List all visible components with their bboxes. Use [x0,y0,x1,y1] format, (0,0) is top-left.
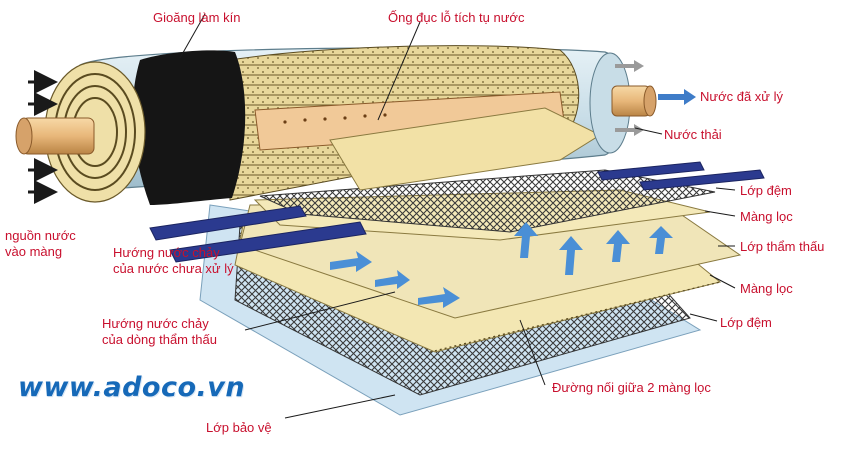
concentrate-arrow-icon [615,60,644,136]
membrane-bottom-label: Màng lọc [740,281,793,296]
treated-water-arrow-icon [658,89,696,105]
permeate-layer-label: Lớp thẩm thấu [740,239,825,254]
feed-flow-label: Hướng nước chảy của nước chưa xử lý [113,245,234,276]
inlet-tube [21,117,95,155]
treated-water-label: Nước đã xử lý [700,89,784,104]
flow-arrow-icon [330,222,673,308]
feed-channel-bars [149,161,765,263]
membrane-top-label: Màng lọc [740,209,793,224]
protective-layer-label: Lớp bảo vệ [206,420,272,435]
gasket-label: Gioăng làm kín [153,10,241,25]
seam-label: Đường nối giữa 2 màng lọc [552,380,711,395]
spacer-bottom-label: Lớp đệm [720,315,772,330]
tube-perforations [283,113,387,124]
leader-lines [179,13,736,419]
spacer-top-label: Lớp đệm [740,183,792,198]
unwrapping-leaf [329,107,602,191]
waste-water-label: Nước thải [664,127,722,142]
gasket-ring [132,50,246,205]
website-watermark: www.adoco.vn [18,372,246,403]
feed-arrow-icon [28,70,58,204]
feed-water-label: nguồn nước vào màng [5,228,76,259]
collector-tube-label: Ống đục lỗ tích tụ nước [388,10,525,25]
permeate-flow-label: Hướng nước chảy của dòng thẩm thấu [102,316,217,347]
